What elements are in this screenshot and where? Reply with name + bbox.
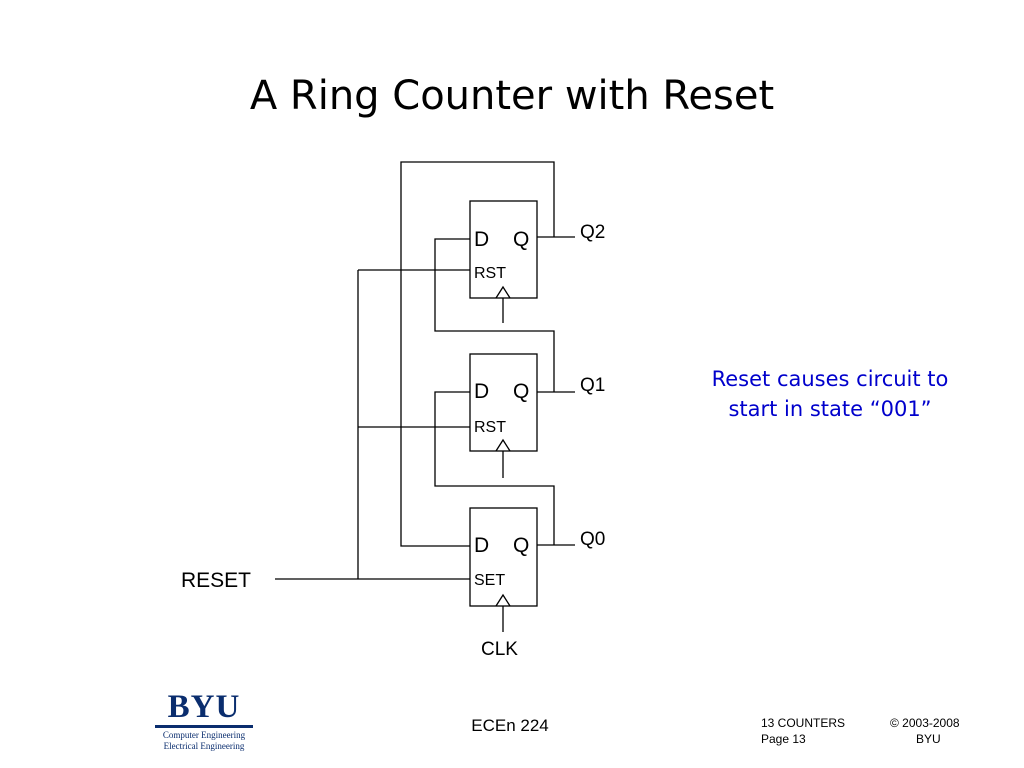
- d-label-q0: D: [474, 534, 489, 557]
- slide-title: A Ring Counter with Reset: [249, 73, 775, 119]
- output-label-q1: Q1: [580, 375, 605, 396]
- logo-rule: [155, 725, 253, 728]
- section-label: 13 COUNTERS: [761, 716, 846, 730]
- copyright: © 2003-2008: [890, 716, 960, 730]
- byu-logo: BYU Computer Engineering Electrical Engi…: [155, 690, 253, 752]
- note-line-2: start in state “001”: [728, 397, 932, 421]
- d-label-q2: D: [474, 228, 489, 251]
- output-label-q0: Q0: [580, 529, 605, 550]
- course-name: ECEn 224: [471, 716, 549, 735]
- q-label-q2: Q: [513, 228, 529, 251]
- clock-label: CLK: [481, 639, 518, 660]
- clock-triangle-q0: [495, 593, 511, 607]
- control-label-q0: SET: [474, 572, 505, 589]
- q-label-q1: Q: [513, 380, 529, 403]
- note-line-1: Reset causes circuit to: [711, 367, 949, 391]
- control-label-q1: RST: [474, 419, 506, 436]
- q-label-q0: Q: [513, 534, 529, 557]
- logo-word: BYU: [167, 689, 241, 725]
- d-label-q1: D: [474, 380, 489, 403]
- reset-label: RESET: [181, 569, 251, 592]
- logo-subtitle-1: Computer Engineering: [162, 730, 246, 740]
- control-label-q2: RST: [474, 265, 506, 282]
- logo-subtitle-2: Electrical Engineering: [163, 741, 245, 751]
- output-label-q2: Q2: [580, 222, 605, 243]
- ring-counter-circuit: D Q RST D Q RST D Q SET Q2 Q1 Q0 RESET C…: [181, 161, 605, 660]
- clock-triangle-q2: [495, 285, 511, 299]
- feedback-wire-q2-to-q0: [400, 161, 555, 547]
- flip-flop-q0: [469, 507, 538, 607]
- reset-note: Reset causes circuit to start in state “…: [660, 364, 1000, 424]
- clock-triangle-q1: [495, 438, 511, 452]
- copyright-org: BYU: [916, 732, 941, 746]
- chain-wire-q1-to-q0: [434, 391, 555, 545]
- chain-wire-q2-to-q1: [434, 238, 555, 392]
- page-number: Page 13: [761, 732, 806, 746]
